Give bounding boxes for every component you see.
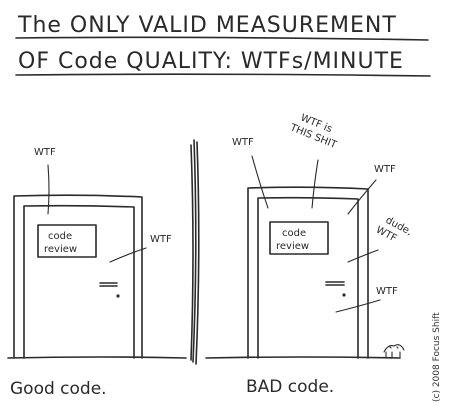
bad-sign-line-2: review <box>276 241 309 252</box>
good-code-panel: code review WTF WTF Good code. <box>7 147 187 399</box>
good-door-lock <box>116 294 120 298</box>
bad-exclamation-group: WTF is THIS SHIT <box>288 113 339 152</box>
bad-wtf-label-2: WTF <box>374 164 396 175</box>
bad-door-lock <box>342 293 346 297</box>
good-wtf-label-2: WTF <box>150 234 172 245</box>
bad-exclamation-arrow <box>311 159 319 209</box>
good-wtf-arrow-1 <box>47 164 50 215</box>
good-door-frame <box>13 194 143 359</box>
good-door <box>23 204 135 359</box>
good-floor-line <box>7 356 187 359</box>
good-wtf-label-1: WTF <box>34 147 56 158</box>
bad-dude-group: dude, WTF <box>374 215 414 245</box>
bad-door-handle <box>325 281 345 286</box>
bad-code-caption: BAD code. <box>246 377 334 397</box>
bad-floor-line <box>205 356 401 359</box>
good-code-caption: Good code. <box>10 379 107 399</box>
bad-door <box>257 196 359 359</box>
title-underline-2 <box>15 73 431 77</box>
bad-code-panel: code review WTF WTF is THIS SHIT WTF dud… <box>205 113 414 397</box>
title-line-1: The ONLY VALID MEASUREMENT <box>17 13 397 38</box>
copyright-notice: (c) 2008 Focus Shift <box>432 312 442 402</box>
bad-wtf-arrow-2 <box>347 179 377 215</box>
bad-review-sign <box>269 221 329 255</box>
bad-wtf-label-3: WTF <box>376 286 398 297</box>
title-underline-1 <box>15 36 429 41</box>
bad-scribble-critter <box>383 344 405 358</box>
good-sign-line-1: code <box>48 231 72 242</box>
bad-wtf-arrow-3 <box>335 299 381 313</box>
good-wtf-arrow-2 <box>109 247 147 263</box>
bad-sign-line-1: code <box>282 228 306 239</box>
bad-door-frame <box>247 186 369 359</box>
good-sign-line-2: review <box>44 244 77 255</box>
bad-dude-arrow <box>347 249 379 263</box>
panel-divider <box>190 139 200 365</box>
comic-title: The ONLY VALID MEASUREMENT OF Code QUALI… <box>15 13 431 77</box>
good-door-handle <box>99 282 118 287</box>
title-line-2: OF Code QUALITY: WTFs/MINUTE <box>18 49 404 74</box>
good-review-sign <box>37 224 97 258</box>
bad-wtf-arrow-1 <box>251 155 269 209</box>
bad-wtf-label-1: WTF <box>232 137 254 148</box>
